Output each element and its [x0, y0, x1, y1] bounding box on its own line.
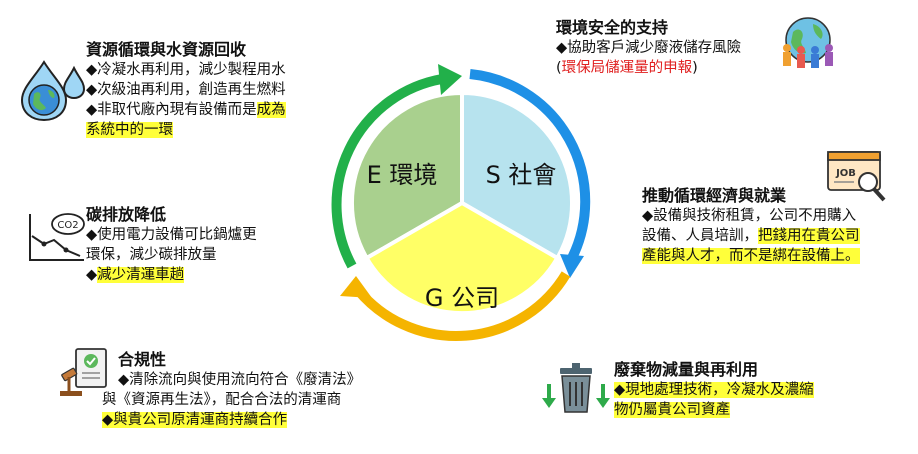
resource-line-3: ◆非取代廠內現有設備而是成為 — [86, 102, 286, 118]
carbon-line-1: ◆使用電力設備可比鍋爐更 — [86, 227, 257, 243]
economy-title: 推動循環經濟與就業 — [642, 186, 787, 205]
economy-line-2: 設備、人員培訓，把錢用在貴公司 — [642, 228, 860, 244]
safety-line-2: (環保局儲運量的申報) — [556, 60, 698, 76]
carbon-line-2: 環保，減少碳排放量 — [86, 247, 217, 263]
s-arrow-head — [560, 254, 584, 278]
compliance-line-3: ◆與貴公司原清運商持續合作 — [102, 412, 288, 428]
carbon-line-3: ◆減少清運車趟 — [86, 267, 185, 283]
s-arrow — [469, 69, 591, 261]
compliance-title: 合規性 — [118, 350, 167, 369]
g-arrow-head — [340, 276, 372, 298]
resource-line-2: ◆次級油再利用，創造再生燃料 — [86, 82, 286, 98]
g-sector — [363, 200, 561, 315]
waste-line-2: 物仍屬貴公司資產 — [614, 402, 730, 418]
people-globe-icon — [783, 17, 833, 68]
g-label: G 公司 — [425, 284, 499, 312]
safety-line-1: ◆協助客戶減少廢液儲存風險 — [556, 40, 742, 56]
e-label: E 環境 — [367, 161, 438, 189]
co2-label: CO2 — [57, 220, 78, 231]
carbon-title: 碳排放降低 — [86, 205, 167, 224]
trash-recycle-icon — [542, 363, 610, 413]
resource-title: 資源循環與水資源回收 — [86, 40, 247, 59]
economy-line-1: ◆設備與技術租賃，公司不用購入 — [642, 208, 857, 224]
waste-reduction-block: 廢棄物減量與再利用 ◆現地處理技術，冷凝水及濃縮 物仍屬貴公司資產 — [614, 360, 814, 420]
co2-chart-icon: CO2 — [29, 213, 85, 261]
compliance-block: 合規性 ◆清除流向與使用流向符合《廢清法》 與《資源再生法》，配合合法的清運商 … — [102, 350, 362, 430]
environmental-safety-block: 環境安全的支持 ◆協助客戶減少廢液儲存風險 (環保局儲運量的申報) — [556, 18, 741, 78]
water-earth-icon — [20, 60, 86, 122]
resource-recycling-block: 資源循環與水資源回收 ◆冷凝水再利用，減少製程用水 ◆次級油再利用，創造再生燃料… — [86, 40, 286, 140]
e-arrow — [331, 74, 443, 269]
job-label: JOB — [835, 168, 856, 179]
compliance-line-1: ◆清除流向與使用流向符合《廢清法》 — [118, 372, 362, 388]
waste-line-1: ◆現地處理技術，冷凝水及濃縮 — [614, 382, 814, 398]
job-search-icon: JOB — [827, 151, 886, 202]
carbon-reduction-block: 碳排放降低 ◆使用電力設備可比鍋爐更 環保，減少碳排放量 ◆減少清運車趟 — [86, 205, 257, 285]
e-arrow-head — [438, 64, 462, 95]
safety-title: 環境安全的支持 — [556, 18, 669, 37]
circular-economy-block: 推動循環經濟與就業 ◆設備與技術租賃，公司不用購入 設備、人員培訓，把錢用在貴公… — [642, 186, 860, 266]
s-label: S 社會 — [486, 161, 557, 189]
resource-line-1: ◆冷凝水再利用，減少製程用水 — [86, 62, 286, 78]
resource-line-4: 系統中的一環 — [86, 122, 173, 138]
gavel-document-icon — [60, 348, 107, 396]
g-arrow — [354, 271, 571, 342]
waste-title: 廢棄物減量與再利用 — [614, 360, 759, 379]
economy-line-3: 產能與人才，而不是綁在設備上。 — [642, 248, 860, 264]
compliance-line-2: 與《資源再生法》，配合合法的清運商 — [102, 392, 342, 408]
